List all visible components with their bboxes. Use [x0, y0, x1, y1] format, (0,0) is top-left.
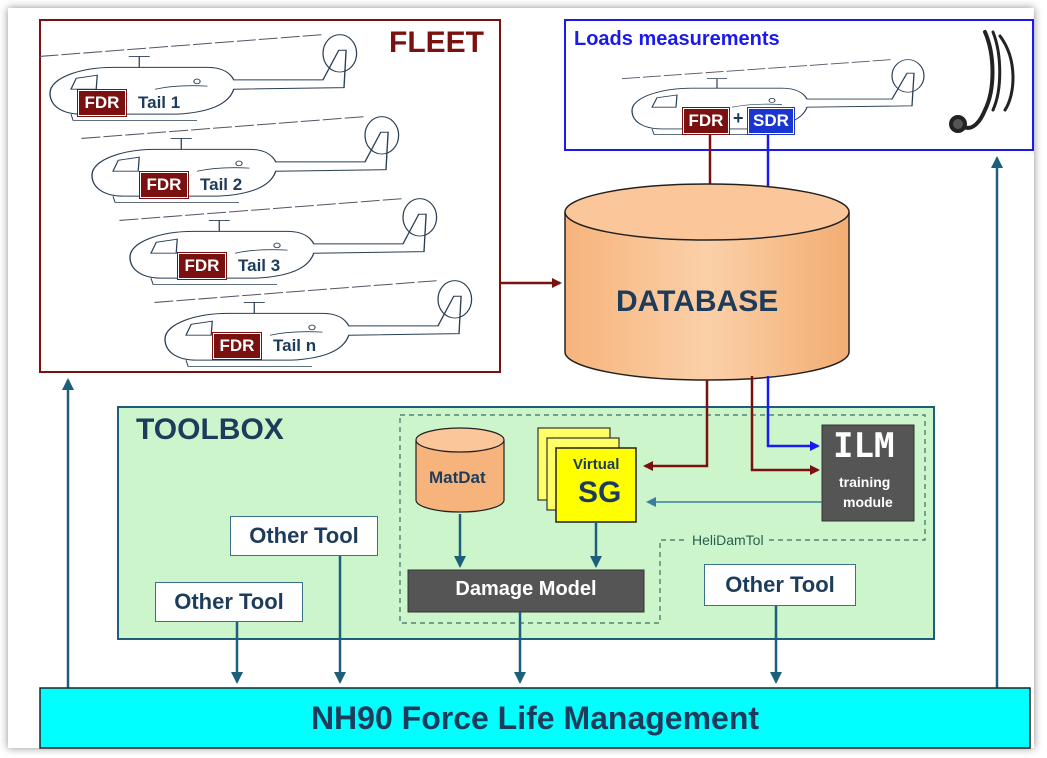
helidamtol-region	[399, 414, 926, 624]
fdr-badge-tail-1: FDR	[78, 90, 126, 116]
stethoscope-icon	[949, 30, 1015, 133]
loads-plus: +	[733, 108, 744, 128]
loads-sdr-badge: SDR	[748, 108, 794, 134]
footer-bar	[39, 687, 1031, 749]
tail-2-label: Tail 2	[200, 175, 243, 194]
ilm-box	[821, 424, 915, 522]
virtual-sg-box	[555, 447, 637, 523]
fdr-badge-tail-n: FDR	[213, 333, 261, 359]
database-label: DATABASE	[616, 285, 779, 318]
fdr-badge-tail-2: FDR	[140, 172, 188, 198]
tail-n-label: Tail n	[273, 336, 317, 355]
virtual-sg-top-label: Virtual	[573, 456, 620, 473]
other-tool-button-1[interactable]: Other Tool	[230, 516, 378, 556]
damage-model-label: Damage Model	[455, 578, 597, 600]
ilm-title: ILM	[833, 426, 895, 466]
loads-title: Loads measurements	[574, 28, 780, 50]
fdr-badge-tail-3: FDR	[178, 253, 226, 279]
loads-fdr-badge: FDR	[683, 108, 729, 134]
damage-model-box	[407, 569, 645, 613]
other-tool-button-3[interactable]: Other Tool	[704, 564, 856, 606]
virtual-sg-bottom-label: SG	[578, 476, 622, 509]
matdat-cylinder	[415, 427, 505, 513]
database-cylinder	[564, 183, 850, 381]
toolbox-title: TOOLBOX	[136, 413, 284, 446]
matdat-label: MatDat	[429, 468, 486, 487]
footer-label: NH90 Force Life Management	[310, 700, 760, 736]
ilm-sub-training: training	[839, 474, 891, 490]
tail-3-label: Tail 3	[238, 256, 281, 275]
helidamtol-label: HeliDamTol	[688, 532, 768, 548]
other-tool-button-2[interactable]: Other Tool	[155, 582, 303, 622]
ilm-sub-module: module	[843, 494, 893, 510]
tail-1-label: Tail 1	[138, 93, 181, 112]
fleet-title: FLEET	[389, 26, 484, 59]
